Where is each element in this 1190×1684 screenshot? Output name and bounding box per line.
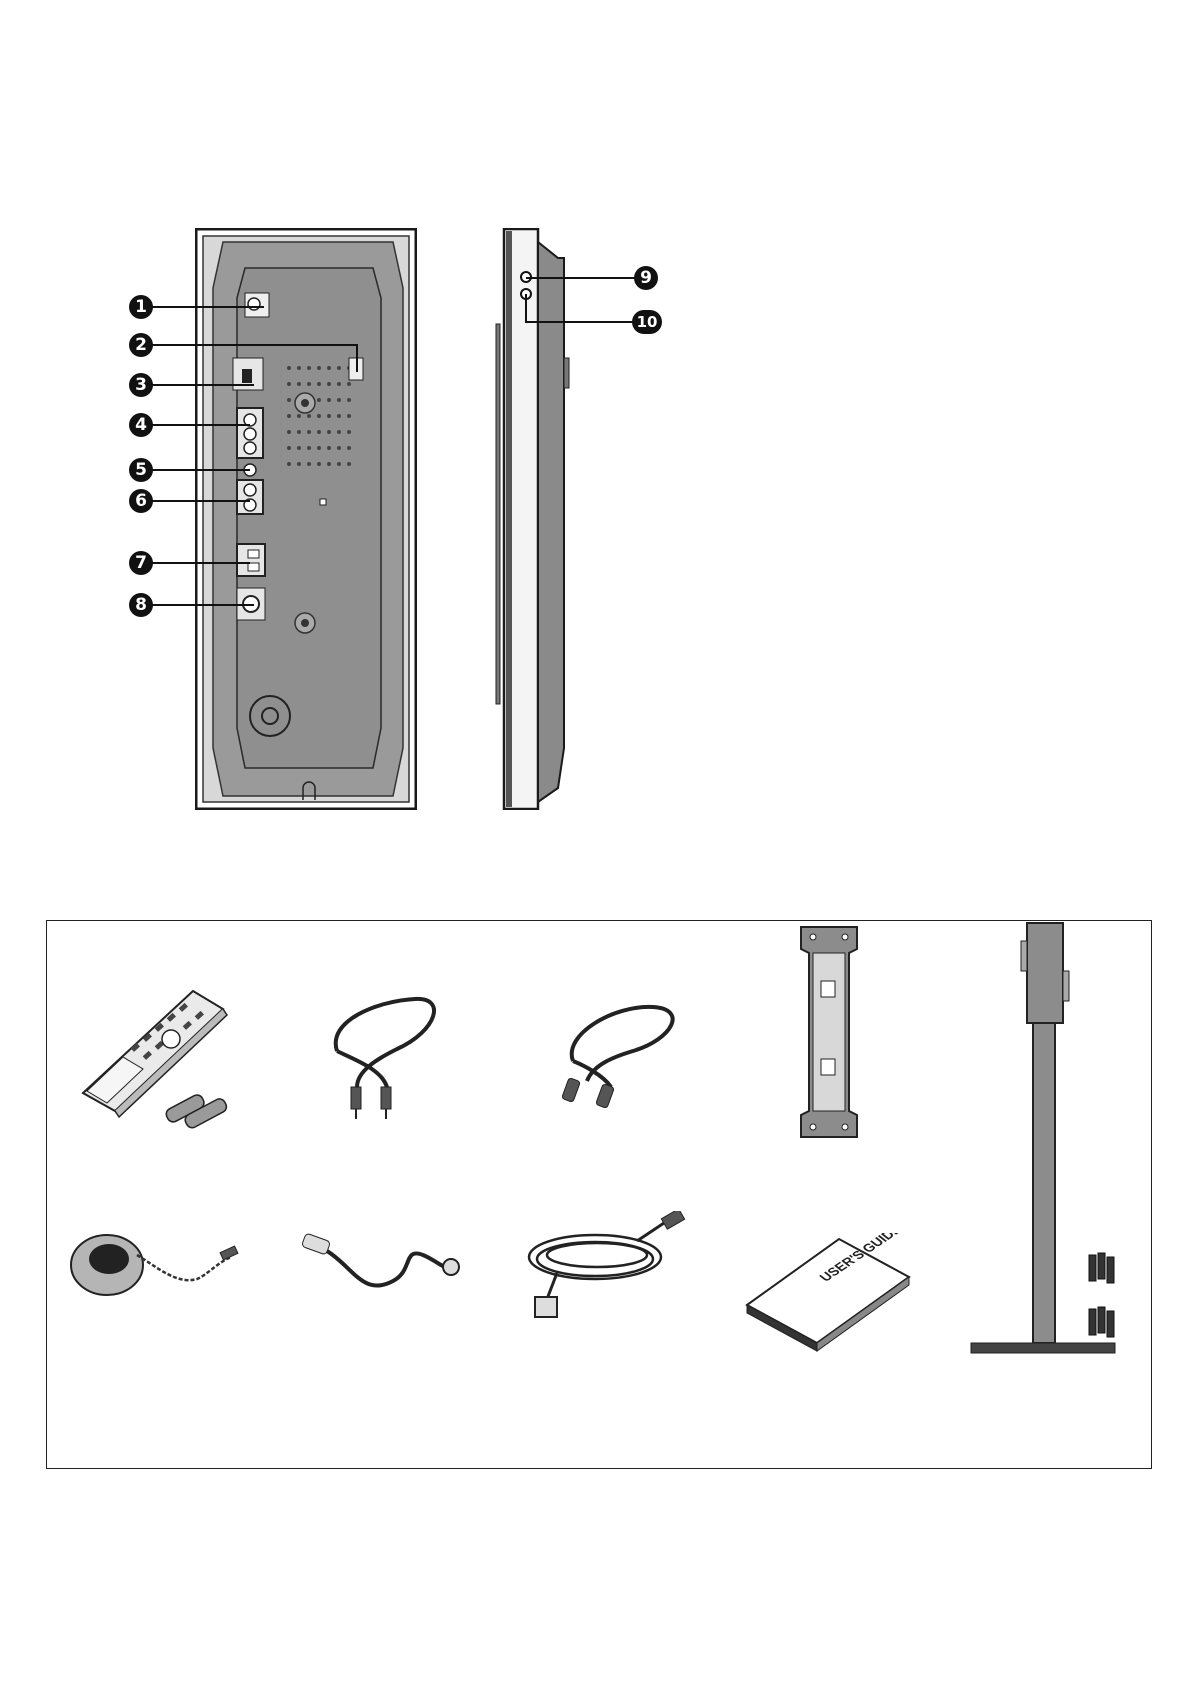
callout-8: 8 <box>129 593 153 617</box>
screw-set-icon <box>1081 1251 1131 1351</box>
callout-1: 1 <box>129 295 153 319</box>
ir-receiver-icon <box>67 1227 247 1307</box>
audio-cable-icon <box>543 995 693 1115</box>
power-cord-icon <box>517 1211 697 1331</box>
callout-4: 4 <box>129 413 153 437</box>
rear-panel-illustration <box>195 228 417 810</box>
callout-6: 6 <box>129 489 153 513</box>
callout-10: 10 <box>632 310 662 334</box>
accessories-panel: USER'S GUIDE <box>46 920 1152 1469</box>
antenna-cable-icon <box>293 1227 463 1307</box>
callout-9: 9 <box>634 266 658 290</box>
callout-2: 2 <box>129 333 153 357</box>
manual-book-icon: USER'S GUIDE <box>743 1233 923 1363</box>
av-cable-icon <box>317 991 467 1121</box>
side-panel-illustration <box>492 228 582 810</box>
callout-5: 5 <box>129 458 153 482</box>
callout-3: 3 <box>129 373 153 397</box>
wall-bracket-icon <box>793 923 865 1141</box>
callout-7: 7 <box>129 551 153 575</box>
battery-icon <box>159 1089 239 1129</box>
